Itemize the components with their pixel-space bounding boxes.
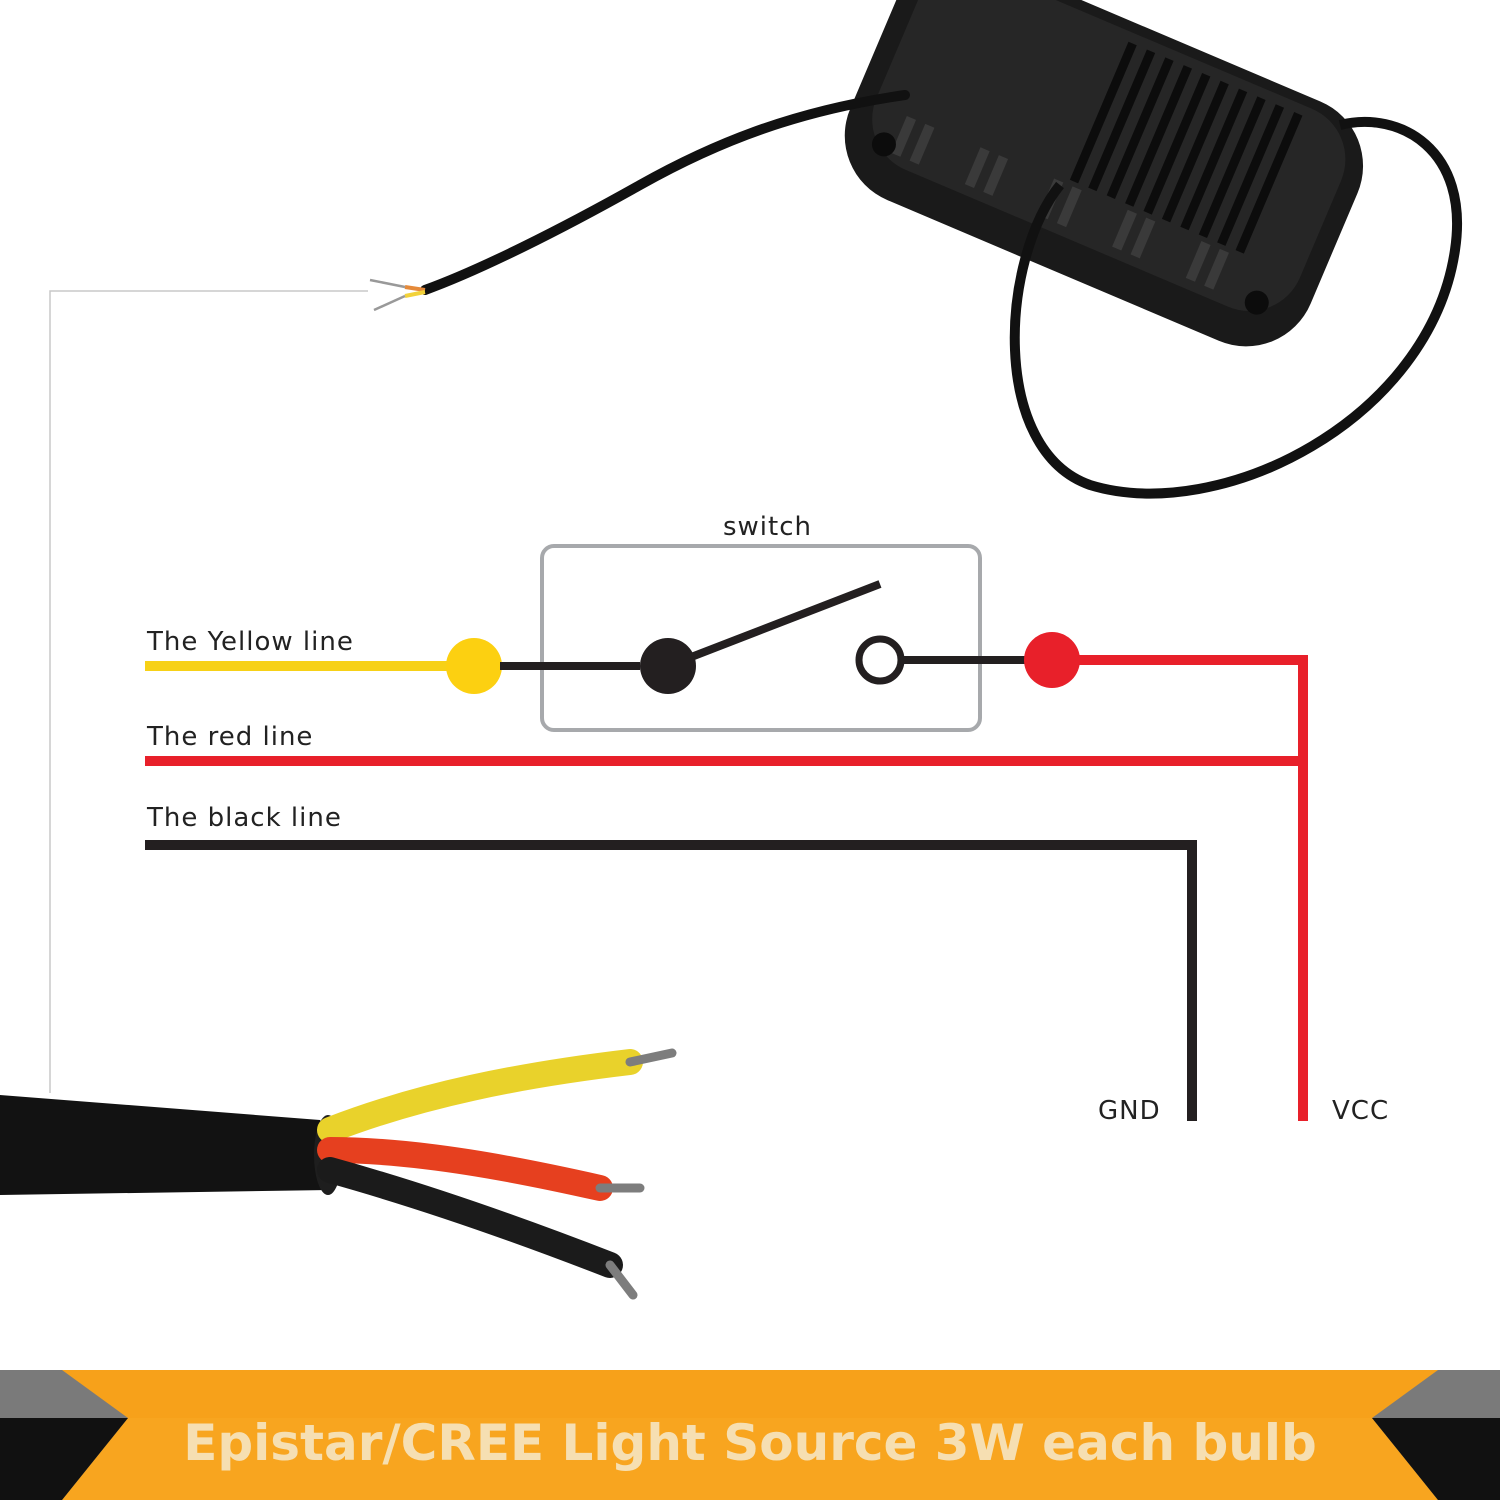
switched-red-wire bbox=[1052, 655, 1308, 1121]
vcc-label: VCC bbox=[1332, 1096, 1390, 1126]
led-light-bar-icon bbox=[369, 0, 1462, 499]
yellow-line-label: The Yellow line bbox=[147, 627, 354, 657]
switch-box bbox=[540, 544, 982, 732]
switch-label: switch bbox=[723, 512, 813, 542]
black-line-label: The black line bbox=[147, 803, 342, 833]
red-line-label: The red line bbox=[147, 722, 314, 752]
bottom-banner bbox=[0, 1370, 1500, 1500]
black-wire bbox=[145, 840, 1197, 1121]
connector-guide-line bbox=[49, 290, 368, 1093]
three-core-cable-icon bbox=[0, 1048, 677, 1300]
yellow-terminal bbox=[446, 638, 502, 694]
spst-switch-icon bbox=[500, 580, 1030, 694]
gnd-label: GND bbox=[1098, 1096, 1161, 1126]
